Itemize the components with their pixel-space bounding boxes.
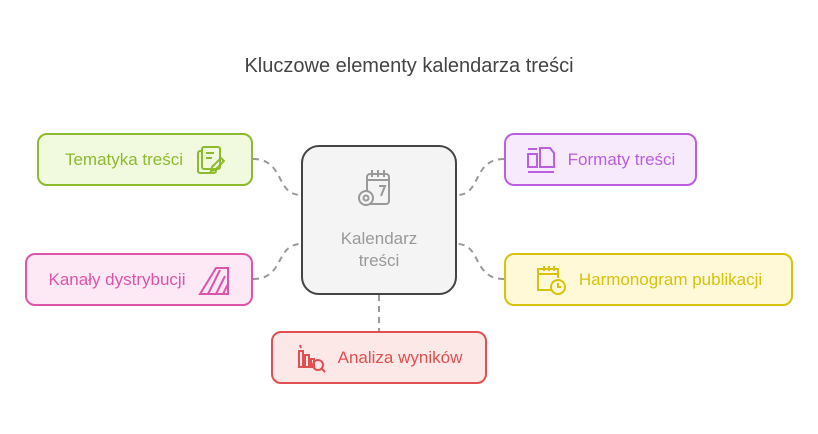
node-analiza-wynikow[interactable]: Analiza wyników xyxy=(271,331,487,384)
node-label: Formaty treści xyxy=(567,149,676,169)
connector-formaty xyxy=(456,158,505,196)
node-label: Analiza wyników xyxy=(337,347,463,367)
calendar-gear-icon xyxy=(358,170,390,206)
calendar-clock-icon xyxy=(536,265,566,295)
center-label-line1: Kalendarz xyxy=(340,229,418,248)
node-formaty-tresci[interactable]: Formaty treści xyxy=(504,133,697,186)
node-label: Harmonogram publikacji xyxy=(578,269,763,289)
connector-kanaly xyxy=(252,243,302,280)
connector-harmonogram xyxy=(456,243,505,280)
document-edit-icon xyxy=(197,145,226,174)
striped-triangle-icon xyxy=(197,266,229,295)
layout-formats-icon xyxy=(526,146,555,173)
node-tematyka-tresci[interactable]: Tematyka treści xyxy=(37,133,253,186)
node-kanaly-dystrybucji[interactable]: Kanały dystrybucji xyxy=(25,253,253,306)
node-label: Tematyka treści xyxy=(64,149,184,169)
center-node: Kalendarz treści xyxy=(301,145,457,295)
chart-magnifier-icon xyxy=(297,344,326,373)
connector-tematyka xyxy=(252,158,302,196)
node-harmonogram-publikacji[interactable]: Harmonogram publikacji xyxy=(504,253,793,306)
center-label-line2: treści xyxy=(358,251,400,270)
node-label: Kanały dystrybucji xyxy=(48,269,186,289)
diagram-title: Kluczowe elementy kalendarza treści xyxy=(244,55,574,77)
